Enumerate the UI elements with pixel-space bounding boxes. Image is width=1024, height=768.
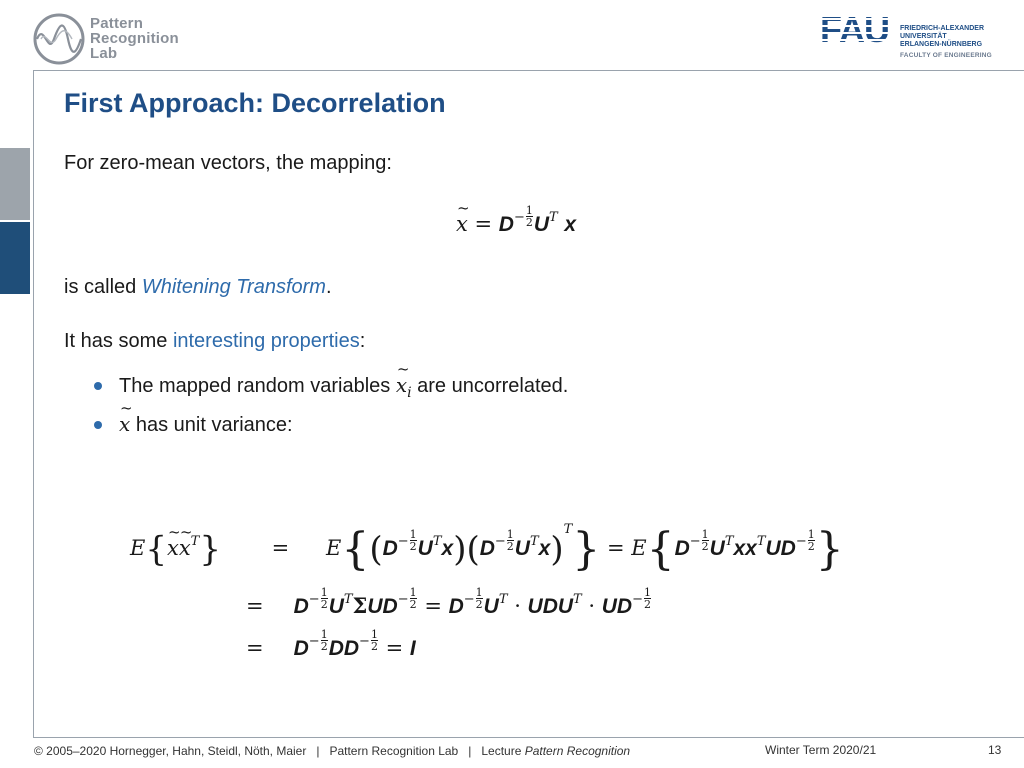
fau-logo-subtitle: FRIEDRICH-ALEXANDER UNIVERSITÄT ERLANGEN… — [900, 25, 984, 49]
called-suffix: . — [325, 276, 332, 298]
lab-logo-line-1: Pattern — [90, 15, 144, 32]
bullet-1-dot — [94, 382, 102, 390]
fau-sub-line-1: FRIEDRICH-ALEXANDER — [900, 25, 984, 32]
properties-intro: It has some interesting properties: — [64, 330, 365, 353]
side-section-tab-active — [0, 222, 30, 294]
fau-logo-stripes-icon — [820, 18, 892, 41]
frame-top-rule — [33, 70, 1024, 71]
fau-logo: FAU FRIEDRICH-ALEXANDER UNIVERSITÄT ERLA… — [820, 12, 995, 62]
lab-logo-icon — [33, 13, 85, 65]
pattern-recognition-lab-logo: Pattern Recognition Lab — [32, 12, 192, 68]
bullet-2-var: x — [119, 399, 133, 436]
whitening-transform-term: Whitening Transform — [141, 276, 326, 298]
footer-copyright-text: © 2005–2020 Hornegger, Hahn, Steidl, Nöt… — [34, 744, 525, 758]
slide-title: First Approach: Decorrelation — [64, 88, 446, 118]
props-suffix: : — [359, 330, 366, 352]
whitening-definition: is called Whitening Transform. — [64, 276, 332, 299]
fau-sub-line-2: UNIVERSITÄT — [900, 33, 947, 40]
props-prefix: It has some — [64, 330, 173, 352]
fau-logo-word: FAU — [820, 9, 890, 50]
footer-term: Winter Term 2020/21 — [765, 743, 877, 757]
footer-copyright: © 2005–2020 Hornegger, Hahn, Steidl, Nöt… — [34, 744, 630, 758]
bullet-2-suffix: has unit variance: — [130, 414, 293, 436]
frame-bottom-rule — [33, 737, 1024, 738]
frame-left-rule — [33, 70, 34, 738]
bullet-1-prefix: The mapped random variables — [119, 375, 396, 397]
bullet-1-var: x — [396, 360, 410, 397]
lab-logo-line-2: Recognition — [90, 30, 179, 47]
fau-faculty-label: FACULTY OF ENGINEERING — [900, 52, 992, 59]
bullet-1-text: The mapped random variables xi are uncor… — [119, 360, 569, 401]
bullet-2-dot — [94, 421, 102, 429]
fau-sub-line-3: ERLANGEN-NÜRNBERG — [900, 41, 983, 48]
footer-lecture-name: Pattern Recognition — [524, 744, 631, 758]
bullet-1-suffix: are uncorrelated. — [411, 375, 569, 397]
called-prefix: is called — [64, 276, 142, 298]
interesting-properties-term: interesting properties — [172, 330, 360, 352]
bullet-1-sub: i — [407, 385, 412, 401]
intro-text: For zero-mean vectors, the mapping: — [64, 152, 392, 174]
side-section-tab-inactive — [0, 148, 30, 220]
bullet-2-text: x has unit variance: — [119, 399, 293, 437]
lab-logo-line-3: Lab — [90, 45, 118, 62]
footer-page-number: 13 — [988, 743, 1002, 757]
